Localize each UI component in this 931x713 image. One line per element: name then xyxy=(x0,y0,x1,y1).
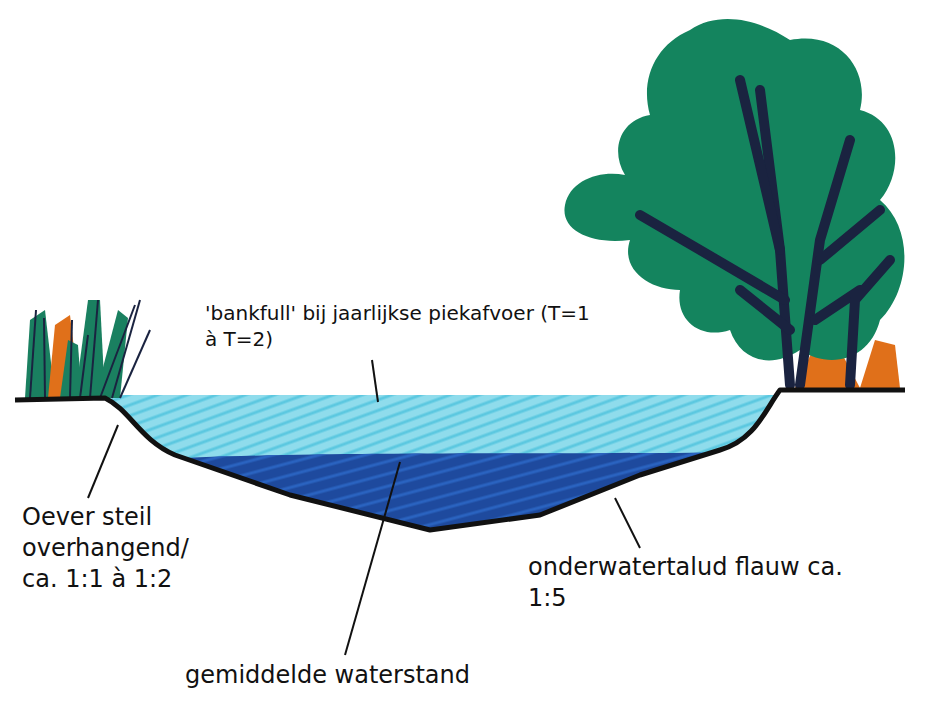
slope-note: onderwatertalud flauw ca. 1:5 xyxy=(528,552,858,614)
bank-note: Oever steil overhangend/ ca. 1:1 à 1:2 xyxy=(22,502,227,596)
reeds xyxy=(25,300,150,398)
bankfull-note: 'bankfull' bij jaarlijkse piekafvoer (T=… xyxy=(205,300,605,352)
water-level-note: gemiddelde waterstand xyxy=(185,660,585,691)
tree xyxy=(564,19,904,388)
